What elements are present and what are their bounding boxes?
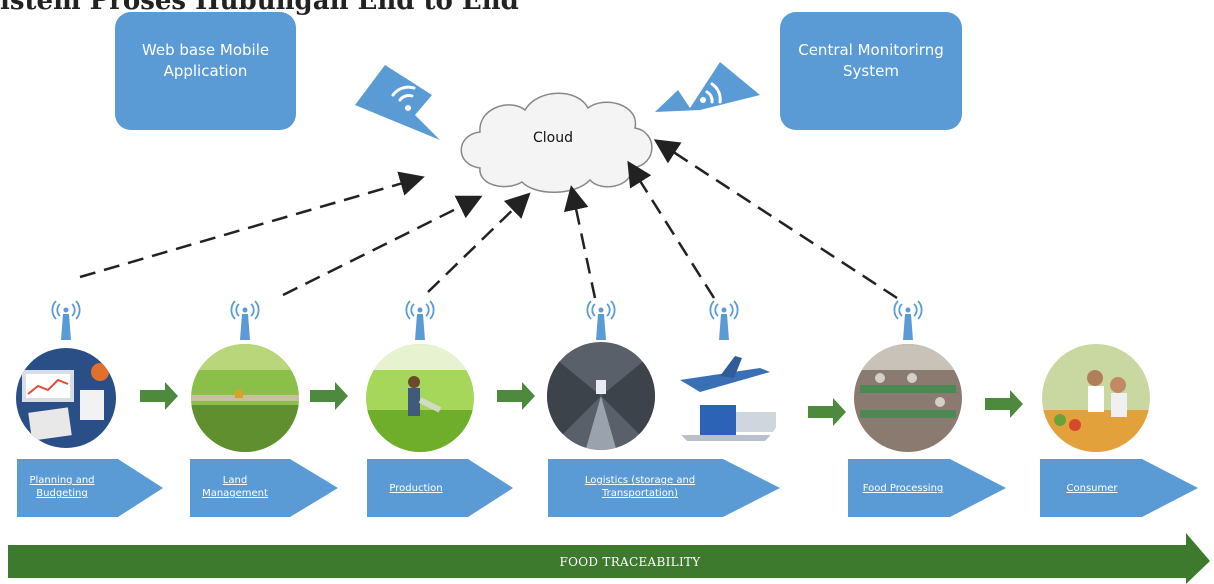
central-monitoring-box: Central Monitorirng System — [780, 12, 962, 130]
stage-box-consumer — [1040, 459, 1198, 517]
stage-arrow-boxes — [17, 459, 1198, 517]
antenna-icon — [709, 300, 739, 340]
dashed-arrow-production — [427, 192, 531, 293]
web-mobile-app-box: Web base Mobile Application — [115, 12, 296, 130]
antenna-icon — [51, 300, 81, 340]
dashed-arrow-processing — [653, 139, 898, 300]
step-arrow-2 — [310, 382, 348, 410]
cloud-shape — [460, 92, 653, 193]
step-arrow-5 — [985, 390, 1023, 418]
antenna-icon — [893, 300, 923, 340]
dashed-arrow-planning — [79, 171, 425, 279]
data-flow-arrows — [79, 139, 898, 300]
planning-photo — [16, 348, 116, 448]
warehouse-photo — [547, 342, 655, 450]
stage-box-land — [190, 459, 338, 517]
stage-label-consumer: Consumer — [1066, 483, 1118, 494]
stage-label-production: Production — [389, 483, 443, 494]
antenna-icon — [586, 300, 616, 340]
stage-label-planning: Planning and Budgeting — [29, 475, 95, 499]
production-photo — [366, 344, 474, 452]
wifi-callout-left — [355, 65, 440, 140]
stage-box-planning — [17, 459, 163, 517]
processing-photo — [854, 344, 962, 452]
food-traceability-label: FOOD TRACEABILITY — [559, 555, 701, 569]
wifi-icon-right — [700, 82, 722, 104]
stage-label-land: Land Management — [202, 475, 268, 499]
stage-label-processing: Food Processing — [862, 483, 944, 494]
antenna-icon — [230, 300, 260, 340]
step-arrow-4 — [808, 398, 846, 426]
step-arrow-3 — [497, 382, 535, 410]
stage-box-logistics — [548, 459, 780, 517]
stage-box-production — [367, 459, 513, 517]
transport-photo — [668, 340, 784, 456]
dashed-arrow-warehouse — [563, 185, 597, 299]
dashed-arrow-transport — [627, 160, 716, 299]
stage-label-logistics: Logistics (storage and Transportation) — [584, 475, 696, 499]
land-photo — [191, 344, 299, 452]
cloud-label: Cloud — [533, 130, 573, 146]
step-arrow-1 — [140, 382, 178, 410]
stage-box-processing — [848, 459, 1006, 517]
consumer-photo — [1042, 344, 1150, 452]
dashed-arrow-land — [282, 195, 483, 297]
wifi-callout-right — [655, 62, 760, 112]
green-step-arrows — [140, 382, 1023, 426]
food-traceability-bar — [8, 533, 1210, 584]
wifi-icon-left — [391, 85, 416, 111]
antenna-icons — [51, 300, 923, 340]
antenna-icon — [405, 300, 435, 340]
